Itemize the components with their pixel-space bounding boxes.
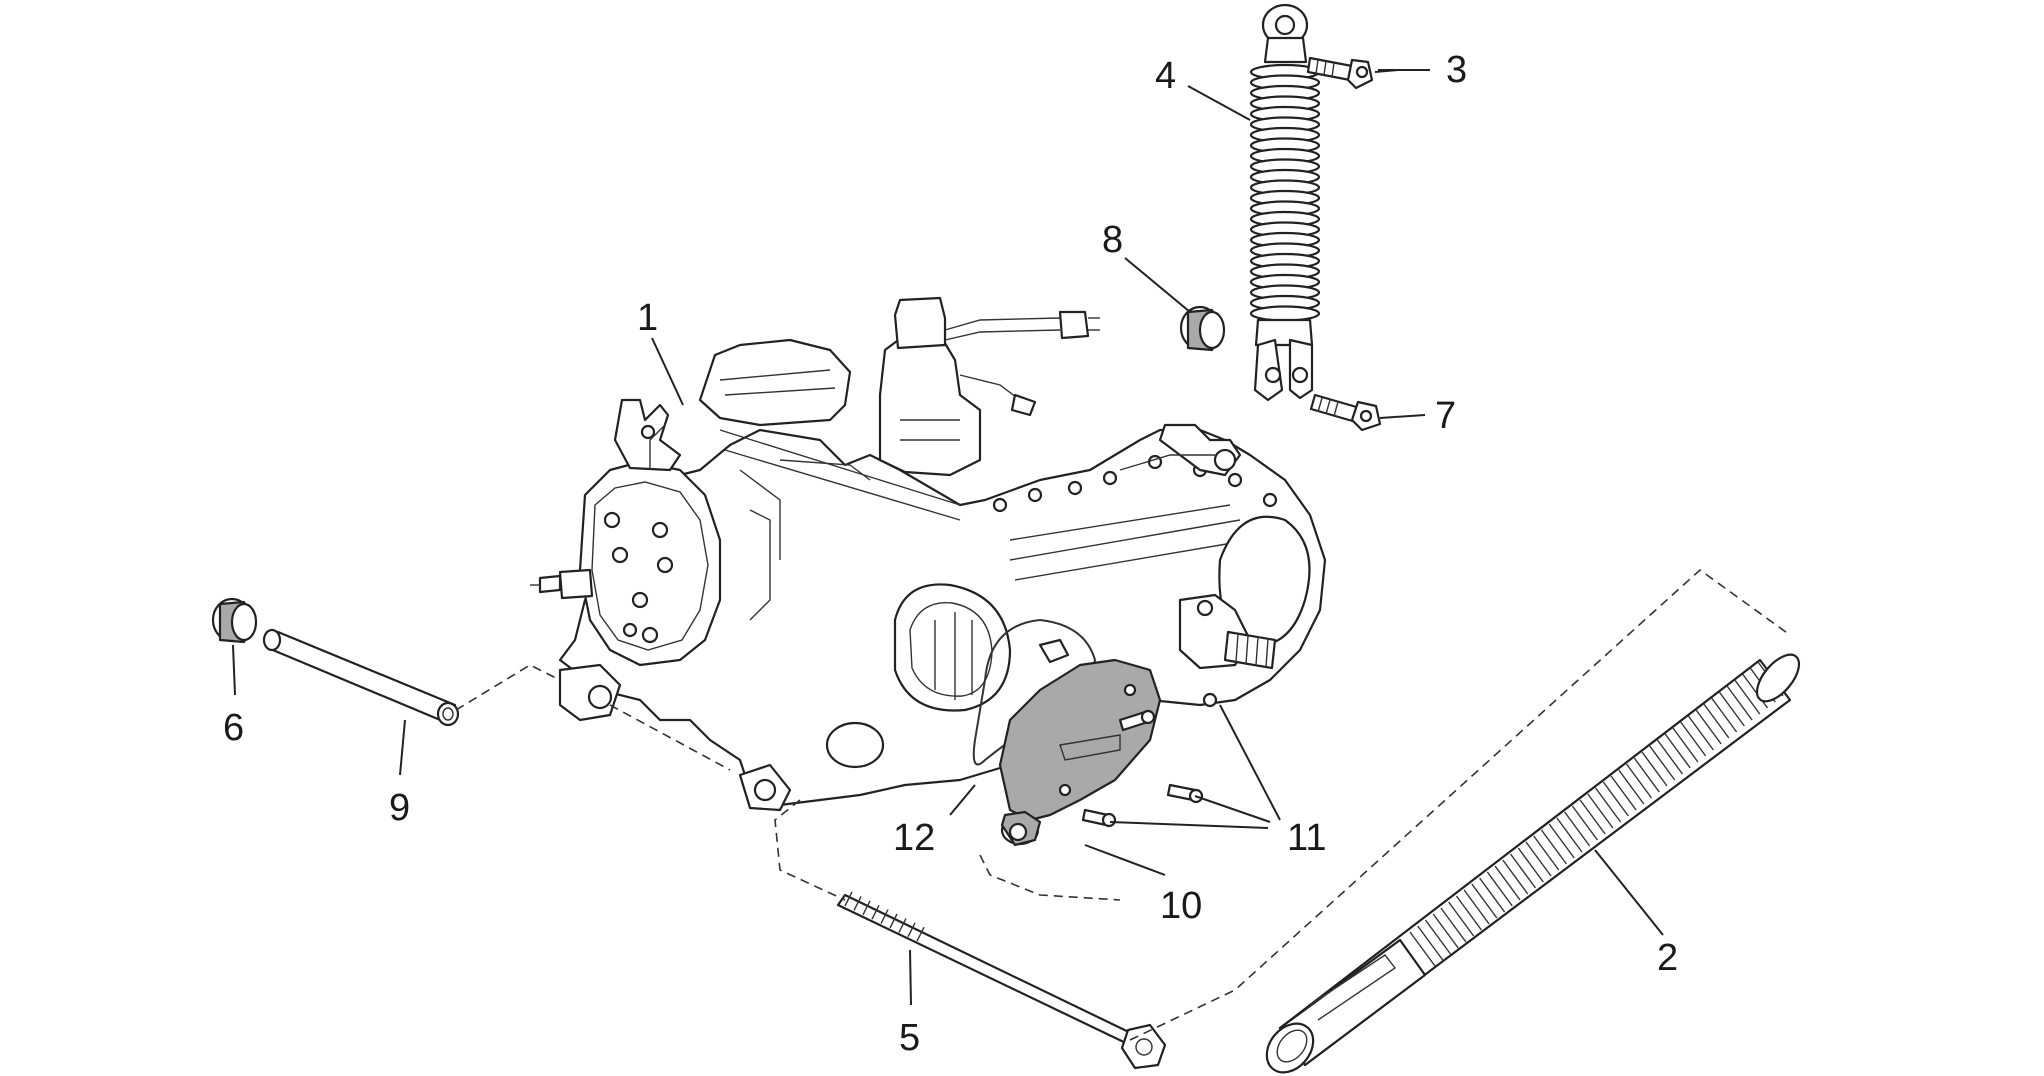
tube-ring — [1587, 793, 1614, 829]
bolt-thread — [853, 896, 862, 911]
tube-ring — [1479, 877, 1506, 913]
tube-ring — [1718, 691, 1745, 727]
tube-ring — [1455, 895, 1482, 931]
spring-coil — [1249, 305, 1321, 322]
tube-ring — [1602, 781, 1629, 817]
gasket-stud — [1038, 638, 1070, 664]
tube-ring — [1695, 709, 1722, 745]
tube-ring — [1463, 889, 1490, 925]
engine-mount-bolt — [836, 891, 1167, 1070]
tube-ring — [1448, 901, 1475, 937]
tube-ring — [1664, 733, 1691, 769]
engine-assembly — [530, 296, 1327, 812]
bolt-thread — [898, 918, 907, 933]
pump-cover-screws — [1081, 692, 1218, 828]
tube-ring — [1649, 745, 1676, 781]
callout-7: 7 — [1435, 395, 1456, 437]
spacer-tube — [262, 628, 460, 727]
callout-9: 9 — [389, 787, 410, 829]
callout-12: 12 — [893, 817, 935, 859]
assembly-dashed-lines — [455, 568, 1791, 1041]
upper-shock-bolt — [1306, 56, 1374, 90]
tube-ring — [1633, 757, 1660, 793]
lower-shock-bolt — [1309, 393, 1382, 432]
callout-8: 8 — [1102, 219, 1123, 261]
tube-ring — [1533, 835, 1560, 871]
tube-ring — [1540, 829, 1568, 865]
tube-ring — [1509, 853, 1537, 889]
tube-ring — [1726, 685, 1753, 721]
callout-10: 10 — [1160, 885, 1202, 927]
tube-ring — [1471, 883, 1498, 919]
callout-11: 11 — [1287, 817, 1326, 859]
tube-ring — [1440, 907, 1467, 943]
bolt-thread — [916, 926, 925, 942]
tube-ring — [1517, 847, 1544, 883]
shock-spring — [1249, 63, 1321, 322]
callout-1: 1 — [637, 297, 658, 339]
tube-ring — [1687, 715, 1714, 751]
tube-ring — [1641, 751, 1668, 787]
tube-ring — [1486, 871, 1513, 907]
pump-cover — [998, 658, 1162, 847]
tube-ring — [1548, 823, 1575, 859]
bushing-8 — [1179, 305, 1226, 352]
bolt-thread — [871, 904, 880, 920]
bushing-6 — [211, 597, 258, 644]
tube-ring — [1502, 859, 1529, 895]
bolt-thread — [880, 909, 889, 924]
tube-ring — [1579, 799, 1606, 835]
tube-ring — [1525, 841, 1552, 877]
tube-ring — [1656, 739, 1684, 775]
tube-ring — [1672, 727, 1699, 763]
tube-ring — [1417, 925, 1444, 961]
bolt-thread — [907, 922, 916, 938]
callout-5: 5 — [899, 1017, 920, 1059]
tube-ring — [1595, 787, 1622, 823]
bolt-thread — [844, 891, 853, 907]
tube-ring — [1409, 931, 1436, 967]
tube-ring — [1734, 679, 1761, 715]
bolt-threads — [844, 891, 925, 942]
tube-ring — [1711, 697, 1738, 733]
shock-absorber — [1249, 3, 1321, 402]
leader-lines — [232, 69, 1664, 1006]
tube-ring — [1424, 919, 1452, 955]
tube-ring — [1571, 805, 1598, 841]
callout-2: 2 — [1657, 937, 1678, 979]
tube-ring — [1618, 769, 1645, 805]
tube-ring — [1432, 913, 1459, 949]
tube-ring — [1610, 775, 1637, 811]
callout-6: 6 — [223, 707, 244, 749]
callout-3: 3 — [1446, 49, 1467, 91]
bolt-thread — [862, 900, 871, 916]
bolt-thread — [889, 913, 898, 929]
tube-ring — [1703, 703, 1730, 739]
tube-ring — [1625, 763, 1653, 799]
tube-ring — [1741, 673, 1769, 709]
corrugated-axle-tube — [1265, 653, 1801, 1074]
tube-ring — [1680, 721, 1707, 757]
tube-ring — [1556, 817, 1583, 853]
tube-ring — [1494, 865, 1521, 901]
tube-ring — [1564, 811, 1591, 847]
callout-4: 4 — [1155, 55, 1176, 97]
